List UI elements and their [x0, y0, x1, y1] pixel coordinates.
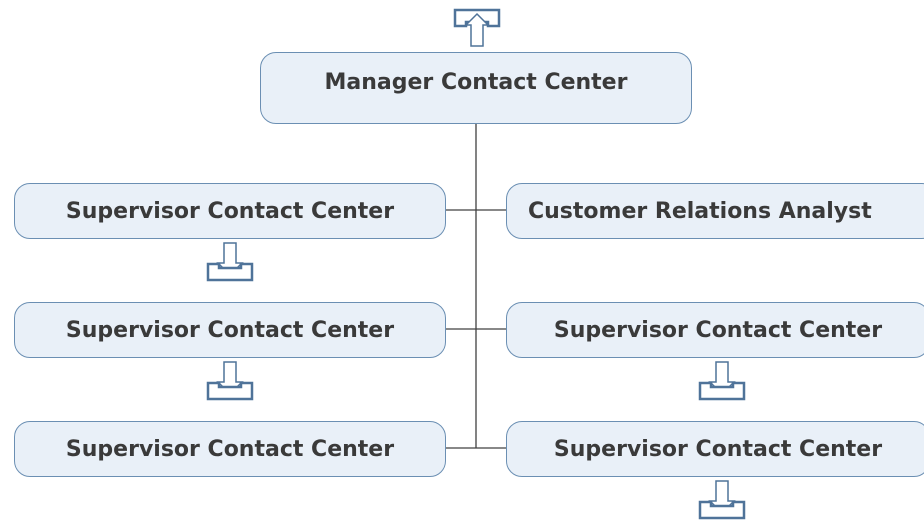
right-node-2[interactable]: Supervisor Contact Center — [506, 302, 924, 358]
arrow-down-icon[interactable] — [205, 361, 255, 401]
left-node-1-label: Supervisor Contact Center — [65, 198, 395, 224]
left-node-3-label: Supervisor Contact Center — [65, 436, 395, 462]
right-node-1[interactable]: Customer Relations Analyst — [506, 183, 924, 239]
left-node-3[interactable]: Supervisor Contact Center — [14, 421, 446, 477]
manager-node[interactable]: Manager Contact Center — [260, 52, 692, 124]
right-node-1-label: Customer Relations Analyst — [528, 198, 872, 224]
right-node-2-label: Supervisor Contact Center — [553, 317, 883, 343]
left-node-1[interactable]: Supervisor Contact Center — [14, 183, 446, 239]
left-node-2-label: Supervisor Contact Center — [65, 317, 395, 343]
right-node-3[interactable]: Supervisor Contact Center — [506, 421, 924, 477]
arrow-up-icon[interactable] — [452, 8, 502, 48]
manager-node-label: Manager Contact Center — [324, 70, 628, 95]
left-node-2[interactable]: Supervisor Contact Center — [14, 302, 446, 358]
right-node-3-label: Supervisor Contact Center — [553, 436, 883, 462]
arrow-down-icon[interactable] — [205, 242, 255, 282]
arrow-down-icon[interactable] — [697, 480, 747, 520]
arrow-down-icon[interactable] — [697, 361, 747, 401]
